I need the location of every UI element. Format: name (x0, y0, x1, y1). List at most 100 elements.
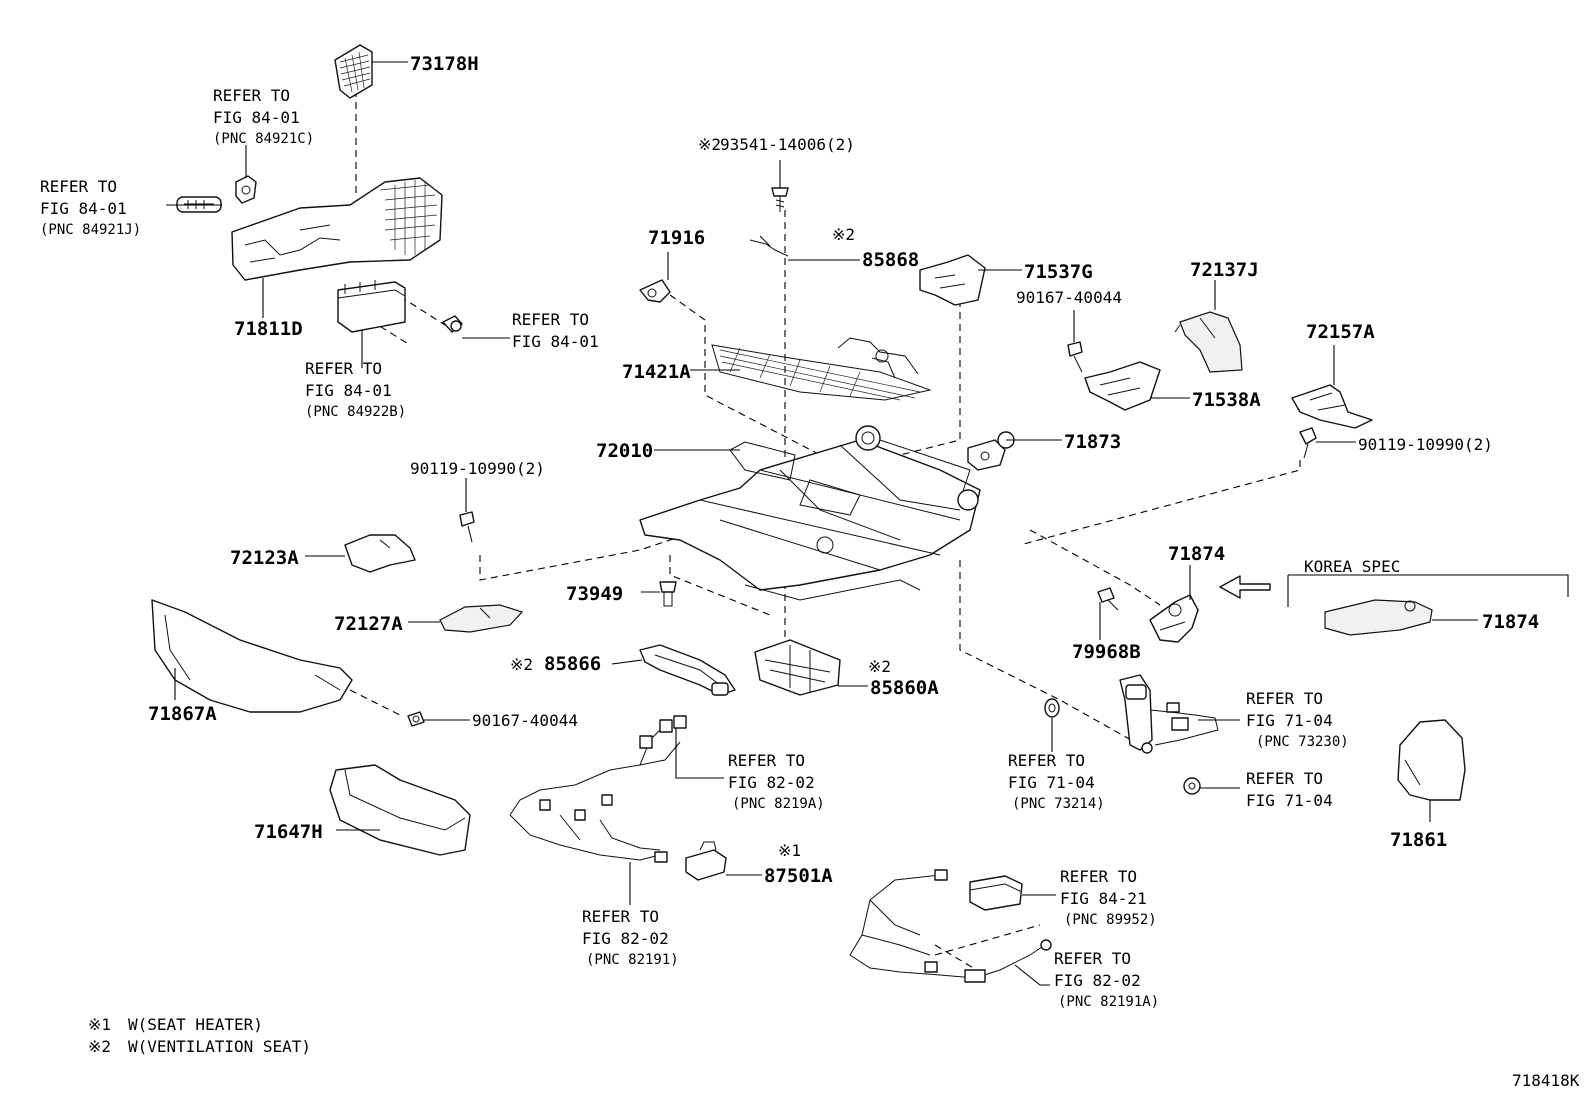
bolt-90119-left-drawing (459, 511, 475, 543)
seat-frame-72010-drawing (639, 425, 981, 601)
ref-82191A-l1: REFER TO (1054, 949, 1131, 968)
ref-84922B-l1: REFER TO (305, 359, 382, 378)
label-71874-main: 71874 (1168, 543, 1225, 565)
spring-71421A-drawing (711, 337, 932, 401)
label-93541-14006: 93541-14006(2) (720, 135, 855, 154)
ref-84922B-l3: (PNC 84922B) (305, 404, 406, 420)
label-korea-spec: KOREA SPEC (1304, 557, 1400, 576)
label-71874-korea: 71874 (1482, 611, 1539, 633)
bolt-93541-drawing (771, 187, 789, 212)
ref-89952-l1: REFER TO (1060, 867, 1137, 886)
cover-73178H-drawing (334, 44, 373, 99)
ref-84921C-l2: FIG 84-01 (213, 108, 300, 127)
ref-84921J-l2: FIG 84-01 (40, 199, 127, 218)
cover-72123A-drawing (344, 534, 416, 573)
label-71861: 71861 (1390, 829, 1447, 851)
label-90119-10990-left: 90119-10990(2) (410, 459, 545, 478)
label-72137J: 72137J (1190, 259, 1259, 281)
label-87501A: 87501A (764, 865, 833, 887)
washer-73214-drawing (1044, 698, 1060, 718)
shield-71811D-drawing (231, 177, 443, 281)
bolt-79968B-drawing (1097, 587, 1119, 611)
label-72010: 72010 (596, 440, 653, 462)
cover-72137J-drawing (1174, 311, 1243, 373)
duct-85866-drawing (639, 644, 736, 696)
ref-8219A-l2: FIG 82-02 (728, 773, 815, 792)
cover-72157A-drawing (1291, 384, 1373, 429)
label-71647H: 71647H (254, 821, 323, 843)
ref-82191-l1: REFER TO (582, 907, 659, 926)
label-71538A: 71538A (1192, 389, 1261, 411)
ref-73230-l3: (PNC 73230) (1256, 734, 1349, 750)
label-71811D: 71811D (234, 318, 303, 340)
label-71537G: 71537G (1024, 261, 1093, 283)
label-79968B: 79968B (1072, 641, 1141, 663)
ref-82191-l2: FIG 82-02 (582, 929, 669, 948)
mark-93541: ※2 (698, 135, 721, 154)
label-73949: 73949 (566, 583, 623, 605)
label-90167-40044-upper: 90167-40044 (1016, 288, 1122, 307)
ref-84-01-l1: REFER TO (512, 310, 589, 329)
ref-71-04-l1: REFER TO (1246, 769, 1323, 788)
ref-84922B-l2: FIG 84-01 (305, 381, 392, 400)
bracket-71873-drawing (967, 431, 1015, 471)
label-71916: 71916 (648, 227, 705, 249)
label-85868: 85868 (862, 249, 919, 271)
note-2-mark: ※2 (88, 1037, 111, 1056)
nut-drawing (1183, 777, 1201, 795)
clip-85868-drawing (749, 235, 789, 257)
label-73178H: 73178H (410, 53, 479, 75)
labels: 73178H REFER TO FIG 84-01 (PNC 84921C) R… (40, 53, 1580, 1090)
switch-knob-drawing (176, 175, 257, 213)
ref-8219A-l1: REFER TO (728, 751, 805, 770)
mark-85868: ※2 (832, 225, 855, 244)
bracket-71538A-drawing (1084, 361, 1161, 411)
mark-85860A: ※2 (868, 657, 891, 676)
screw-drawing-1 (442, 315, 463, 333)
trim-71867A-drawing (151, 599, 353, 713)
wire-harness-82191A-drawing (849, 869, 1052, 983)
cover-71861-drawing (1397, 719, 1466, 801)
bolt-90119-right-drawing (1299, 427, 1317, 459)
ref-8219A-l3: (PNC 8219A) (732, 796, 825, 812)
switch-body-drawing (337, 280, 406, 333)
ref-73230-l2: FIG 71-04 (1246, 711, 1333, 730)
label-71421A: 71421A (622, 361, 691, 383)
ref-84-01-l2: FIG 84-01 (512, 332, 599, 351)
bolt-90167-upper-drawing (1067, 341, 1083, 373)
label-71873: 71873 (1064, 431, 1121, 453)
label-72123A: 72123A (230, 547, 299, 569)
dashed-assembly-lines (349, 90, 1301, 976)
bolt-90167-lower-drawing (407, 711, 425, 727)
cover-72127A-drawing (439, 604, 524, 633)
bracket-71916-drawing (639, 279, 671, 303)
figure-code: 718418K (1512, 1071, 1580, 1090)
mark-87501A: ※1 (778, 841, 801, 860)
ref-84921J-l3: (PNC 84921J) (40, 222, 141, 238)
bracket-71537G-drawing (919, 254, 986, 306)
ref-84921C-l1: REFER TO (213, 86, 290, 105)
ref-84921J-l1: REFER TO (40, 177, 117, 196)
ref-89952-l3: (PNC 89952) (1064, 912, 1157, 928)
label-71867A: 71867A (148, 703, 217, 725)
label-90119-10990-right: 90119-10990(2) (1358, 435, 1493, 454)
board-71647H-drawing (329, 764, 471, 856)
label-90167-40044-lower: 90167-40044 (472, 711, 578, 730)
label-72157A: 72157A (1306, 321, 1375, 343)
note-1-mark: ※1 (88, 1015, 111, 1034)
bracket-71874-main-drawing (1149, 594, 1199, 643)
blower-85860A-drawing (754, 639, 841, 696)
leader-lines (166, 61, 1478, 986)
ref-73214-l3: (PNC 73214) (1012, 796, 1105, 812)
mark-85866: ※2 (510, 655, 533, 674)
ref-71-04-l2: FIG 71-04 (1246, 791, 1333, 810)
label-85860A: 85860A (870, 677, 939, 699)
ref-82191-l3: (PNC 82191) (586, 952, 679, 968)
ref-73214-l2: FIG 71-04 (1008, 773, 1095, 792)
ref-89952-l2: FIG 84-21 (1060, 889, 1147, 908)
ref-84921C-l3: (PNC 84921C) (213, 131, 314, 147)
label-72127A: 72127A (334, 613, 403, 635)
note-2-text: W(VENTILATION SEAT) (128, 1037, 311, 1056)
